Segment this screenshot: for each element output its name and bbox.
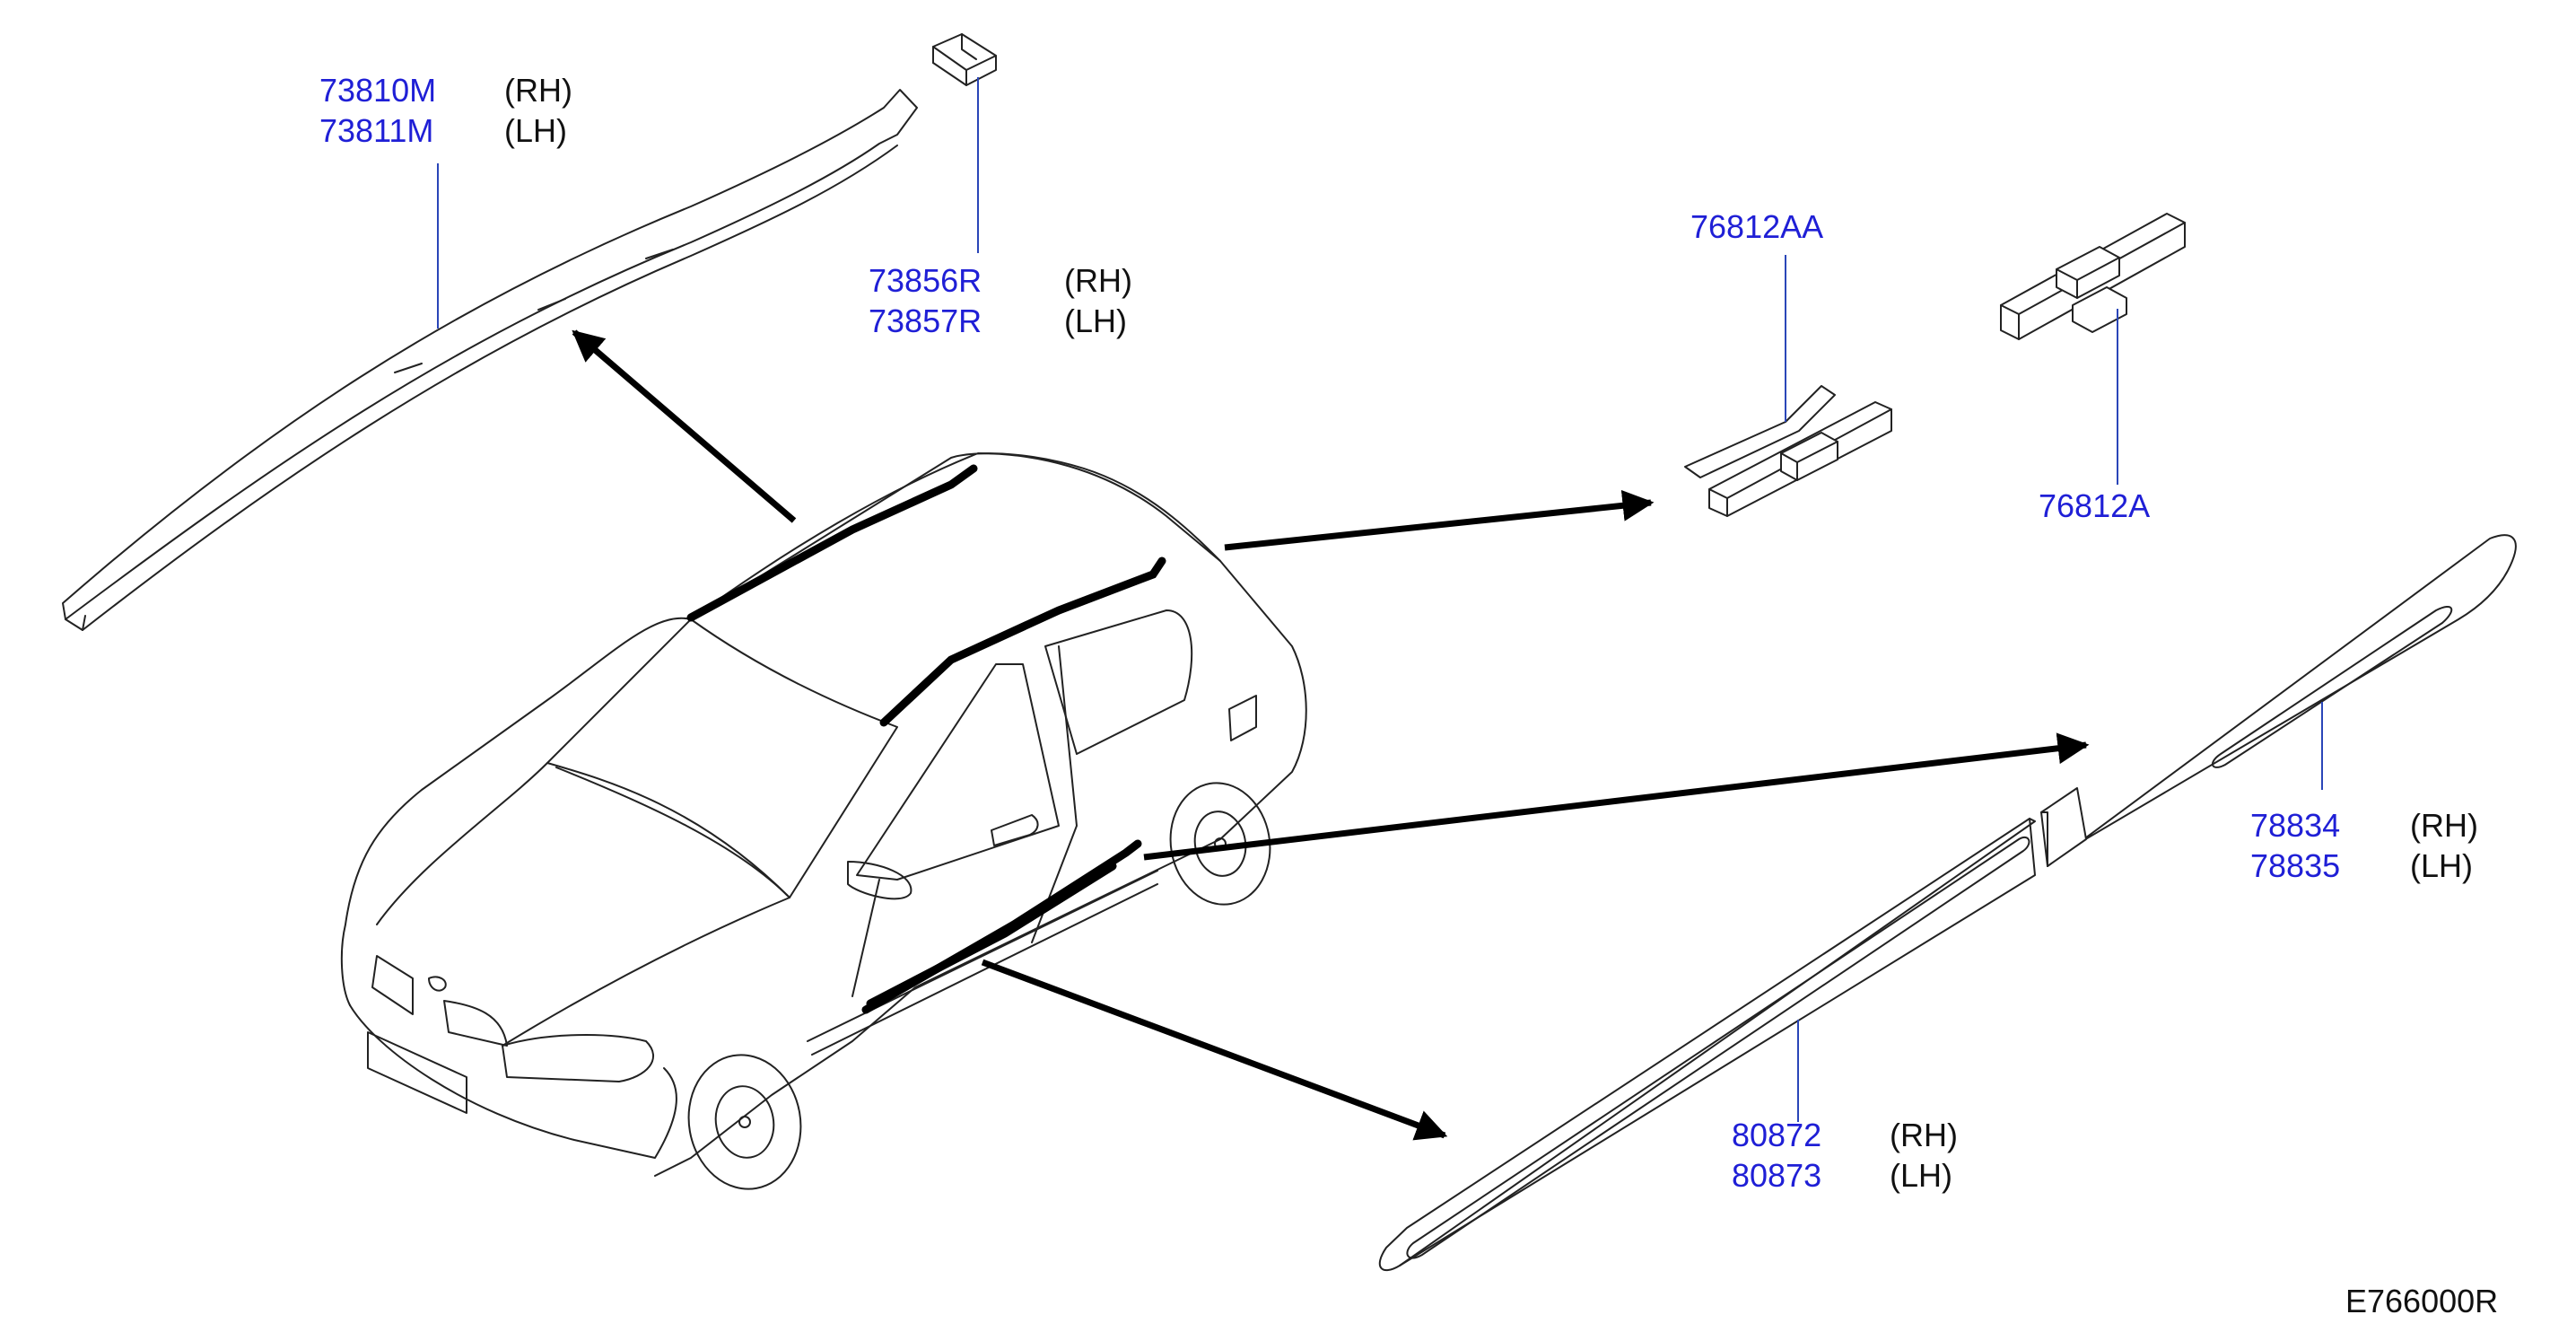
molding-highlights bbox=[686, 464, 1166, 1014]
leader-lines bbox=[437, 77, 2323, 1122]
arrow-to-clips bbox=[1224, 489, 1655, 551]
part-number-76812aa[interactable]: 76812AA bbox=[1690, 208, 1823, 245]
part-number-73856r[interactable]: 73856R bbox=[869, 262, 982, 299]
part-number-76812a[interactable]: 76812A bbox=[2039, 487, 2150, 524]
clip-76812aa[interactable] bbox=[1684, 385, 1892, 517]
roof-drip-molding[interactable] bbox=[62, 89, 918, 631]
part-number-78835[interactable]: 78835 bbox=[2250, 847, 2340, 884]
arrow-to-front-side-molding bbox=[981, 959, 1448, 1141]
side-label: (RH) bbox=[504, 72, 572, 109]
part-number-80873[interactable]: 80873 bbox=[1732, 1157, 1821, 1194]
part-number-78834[interactable]: 78834 bbox=[2250, 807, 2340, 844]
part-labels: 73810M (RH) 73811M (LH) 73856R (RH) 7385… bbox=[319, 72, 2498, 1319]
part-number-73811m[interactable]: 73811M bbox=[319, 112, 433, 149]
diagram-code: E766000R bbox=[2345, 1283, 2498, 1319]
side-label: (LH) bbox=[1064, 302, 1127, 339]
side-label: (RH) bbox=[2410, 807, 2478, 844]
side-label: (LH) bbox=[1890, 1157, 1952, 1194]
arrow-to-roof-molding bbox=[572, 329, 797, 523]
arrow-to-rear-side-molding bbox=[1143, 732, 2090, 861]
part-number-73857r[interactable]: 73857R bbox=[869, 302, 982, 339]
callout-arrows bbox=[572, 329, 2090, 1141]
side-label: (LH) bbox=[2410, 847, 2473, 884]
molding-end-cap[interactable] bbox=[932, 33, 997, 86]
side-label: (RH) bbox=[1890, 1117, 1958, 1153]
side-label: (RH) bbox=[1064, 262, 1132, 299]
side-label: (LH) bbox=[504, 112, 567, 149]
clip-76812a[interactable] bbox=[2000, 213, 2186, 340]
front-side-molding[interactable] bbox=[1378, 818, 2036, 1272]
part-number-73810m[interactable]: 73810M bbox=[319, 72, 436, 109]
rear-side-molding[interactable] bbox=[2040, 534, 2517, 867]
part-number-80872[interactable]: 80872 bbox=[1732, 1117, 1821, 1153]
